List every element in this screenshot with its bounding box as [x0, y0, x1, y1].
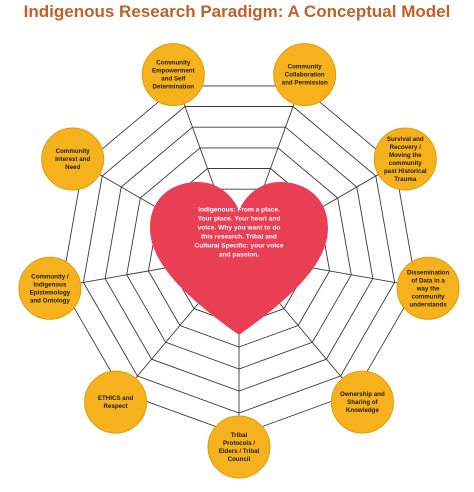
node-label-line: community [389, 160, 423, 167]
node-circle [84, 370, 148, 434]
node-label-line: Recovery / [390, 144, 422, 151]
node-label-line: Empowerment [152, 68, 195, 75]
center-statement-line: this research. Tribal and [201, 234, 277, 241]
node-label-line: Knowledge [346, 407, 380, 414]
node-circle [373, 127, 437, 191]
node-label-line: Council [228, 456, 251, 463]
node-label-line: Tribal [231, 432, 248, 439]
center-statement-line: Your place. Your heart and [198, 216, 281, 223]
node-circle [41, 127, 105, 191]
node-label-line: and Permission [282, 80, 328, 87]
node-label-line: Community [56, 148, 91, 155]
node-label-line: Moving the [389, 152, 422, 159]
node-label-line: Indigenous [33, 281, 67, 288]
node-label-line: Ownership and [340, 391, 385, 398]
node-label-line: and Ontology [30, 297, 70, 304]
node-circle [396, 256, 460, 320]
node-label-line: Sharing of [347, 399, 379, 406]
heart-shape [150, 182, 328, 335]
center-statement-line: Cultural Specific: your voice [194, 243, 283, 250]
node-circle [273, 43, 337, 107]
node-label-line: Need [65, 164, 80, 171]
web-ring [126, 147, 352, 370]
node-circle [207, 415, 271, 479]
node-label-line: ETHICS and [98, 395, 134, 402]
node-label-line: Epistemology [30, 289, 71, 296]
node-label-line: Survival and [387, 136, 424, 143]
web-ring [104, 126, 374, 392]
node-label-line: Community / [31, 273, 69, 280]
node-label-line: Community [156, 60, 191, 67]
diagram-title: Indigenous Research Paradigm: A Conceptu… [23, 2, 451, 21]
node-circle [18, 256, 82, 320]
node-label-line: way the [416, 285, 440, 292]
node-label-line: Interest and [55, 156, 90, 163]
node-circle [330, 370, 394, 434]
node-label-line: Determination [152, 84, 194, 91]
node-label-line: understands [410, 301, 448, 308]
node-label-line: Protocols / [223, 440, 255, 447]
node-label-line: Dissemination [407, 269, 450, 276]
node-label-line: Trauma [394, 176, 417, 183]
web-ring [82, 106, 396, 414]
web-ring [61, 85, 417, 436]
node-label-line: Collaboration [285, 72, 325, 79]
node-label-line: past Historical [384, 168, 427, 175]
node-circle [141, 43, 205, 107]
center-statement-line: Indigenous: From a place. [198, 207, 280, 214]
node-label-line: Respect [104, 403, 128, 410]
node-label-line: community [412, 293, 446, 300]
node-label-line: of Data in a [411, 277, 445, 284]
center-statement-line: voice. Why you want to do [198, 225, 281, 232]
node-label-line: and Self [161, 76, 186, 83]
node-label-line: Elders / Tribal [219, 448, 260, 455]
node-label-line: Community [288, 64, 323, 71]
center-statement-line: and passion. [219, 252, 259, 259]
center-statement: Indigenous: From a place. Your place. You… [194, 207, 283, 259]
